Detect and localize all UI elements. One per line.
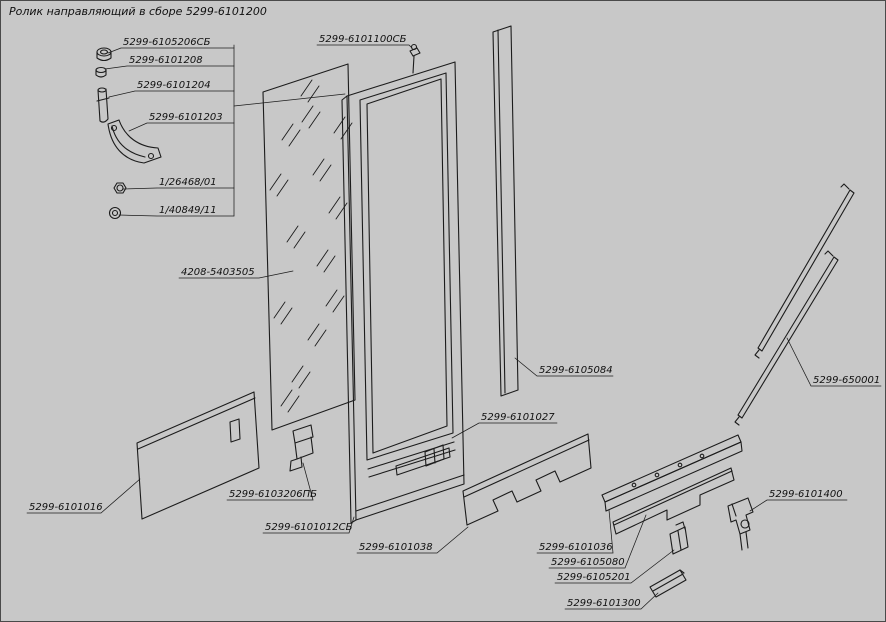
leader-lower-roller bbox=[749, 499, 848, 512]
leader-top-clip bbox=[316, 44, 413, 49]
leader-sill-strip bbox=[548, 514, 647, 569]
label-lower-roller: 5299-6101400 bbox=[769, 489, 843, 500]
part-roller-assembly bbox=[95, 47, 162, 220]
part-sill-outer bbox=[601, 434, 743, 512]
drawing-title: Ролик направляющий в сборе 5299-6101200 bbox=[9, 5, 267, 18]
leader-glass bbox=[178, 270, 294, 279]
label-sill-block: 5299-6105201 bbox=[557, 572, 631, 583]
leader-side-seal bbox=[514, 357, 614, 377]
part-latch-bracket bbox=[289, 424, 314, 472]
label-nut: 1/26468/01 bbox=[159, 177, 217, 188]
leader-roller-bracket bbox=[128, 122, 235, 132]
label-side-seal: 5299-6105084 bbox=[539, 365, 613, 376]
part-guide-rails bbox=[734, 183, 855, 426]
label-door-lower: 5299-6101027 bbox=[481, 412, 555, 423]
roller-bushing bbox=[95, 66, 107, 78]
leader-roller-bushing bbox=[104, 65, 235, 70]
label-latch-bracket: 5299-6103206ПБ bbox=[229, 489, 317, 500]
parts-layer bbox=[95, 25, 855, 598]
leader-assembly-to-door bbox=[233, 93, 346, 107]
washer bbox=[108, 206, 122, 220]
part-sill-bar bbox=[649, 569, 687, 598]
roller-pin bbox=[96, 87, 110, 123]
leader-nut bbox=[122, 187, 235, 190]
leader-left-panel bbox=[26, 478, 141, 514]
label-glass: 4208-5403505 bbox=[181, 267, 255, 278]
label-roller-bracket: 5299-6101203 bbox=[149, 112, 223, 123]
leader-roller-cap bbox=[107, 47, 235, 54]
label-left-panel: 5299-6101016 bbox=[29, 502, 103, 513]
label-top-clip: 5299-6101100СБ bbox=[319, 34, 407, 45]
leader-latch-bracket bbox=[226, 462, 314, 501]
part-mid-panel bbox=[462, 433, 592, 526]
leader-roller-pin bbox=[108, 90, 235, 98]
leader-sill-outer bbox=[536, 509, 614, 554]
glass-reflection-hatching bbox=[269, 79, 353, 413]
leader-sill-block bbox=[554, 549, 675, 584]
leader-washer bbox=[118, 214, 235, 217]
labels-layer: Ролик направляющий в сборе 5299-6101200 … bbox=[9, 5, 880, 609]
part-sill-strip bbox=[612, 467, 735, 535]
part-side-seal bbox=[492, 25, 519, 397]
part-sill-block bbox=[669, 521, 689, 555]
leader-sill-bar bbox=[564, 592, 659, 610]
part-lower-roller bbox=[727, 497, 754, 551]
leader-door-bottom bbox=[262, 516, 355, 534]
label-door-bottom: 5299-6101012СБ bbox=[265, 522, 353, 533]
part-left-panel bbox=[136, 391, 260, 520]
label-sill-strip: 5299-6105080 bbox=[551, 557, 625, 568]
label-roller-pin: 5299-6101204 bbox=[137, 80, 211, 91]
leader-rails bbox=[786, 337, 882, 387]
label-rails: 5299-650001 bbox=[813, 375, 880, 386]
label-sill-bar: 5299-6101300 bbox=[567, 598, 641, 609]
label-roller-bushing: 5299-6101208 bbox=[129, 55, 203, 66]
label-sill-outer: 5299-6101036 bbox=[539, 542, 613, 553]
leader-door-lower bbox=[451, 422, 558, 439]
part-door-frame bbox=[341, 61, 465, 524]
roller-cap bbox=[96, 47, 112, 62]
leader-mid-panel bbox=[356, 526, 469, 554]
part-door-glass bbox=[262, 63, 356, 431]
roller-bracket bbox=[107, 119, 162, 164]
label-washer: 1/40849/11 bbox=[159, 205, 217, 216]
leader-lines-layer bbox=[26, 44, 882, 610]
label-roller-cap: 5299-6105206СБ bbox=[123, 37, 211, 48]
hex-nut bbox=[113, 182, 127, 194]
label-mid-panel: 5299-6101038 bbox=[359, 542, 433, 553]
